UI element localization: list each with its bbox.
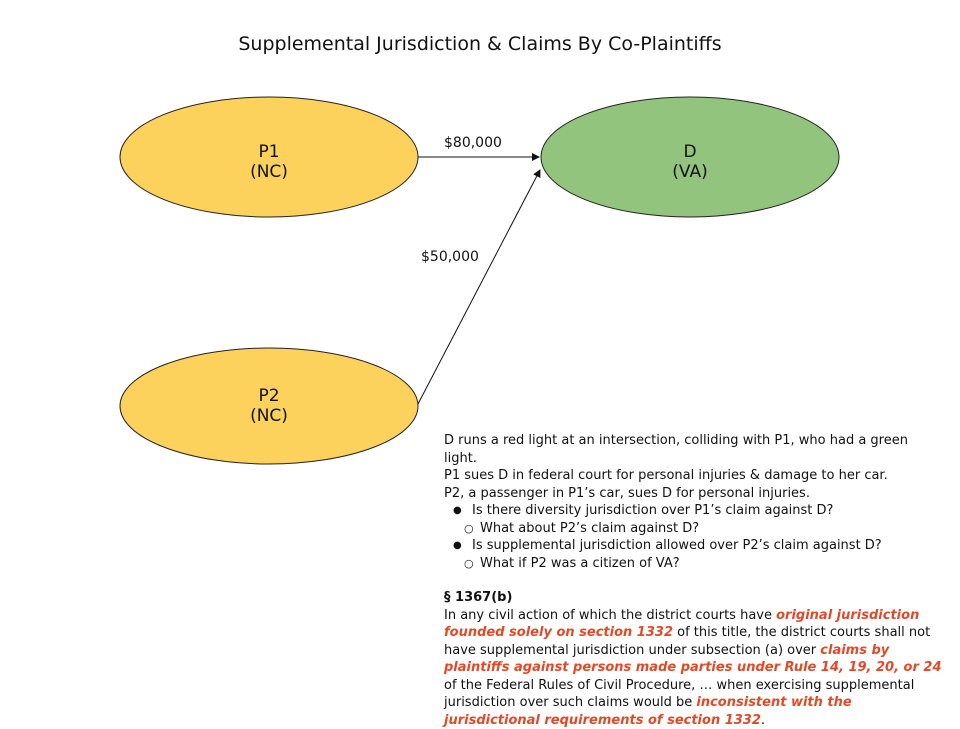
statute-text: In any civil action of which the distric…	[444, 607, 944, 729]
fact-2: P1 sues D in federal court for personal …	[444, 467, 944, 485]
p1-citizenship: (NC)	[194, 162, 344, 182]
d-citizenship: (VA)	[615, 162, 765, 182]
question-1: Is there diversity jurisdiction over P1’…	[444, 502, 944, 520]
d-name: D	[615, 142, 765, 162]
statute-text-4: .	[761, 713, 765, 728]
question-2a: What if P2 was a citizen of VA?	[444, 555, 944, 573]
p2-citizenship: (NC)	[194, 406, 344, 426]
p2-to-d-arrow	[418, 170, 540, 404]
p2-name: P2	[194, 386, 344, 406]
question-1a: What about P2’s claim against D?	[444, 520, 944, 538]
p1-label: P1 (NC)	[194, 142, 344, 182]
p2-claim-amount: $50,000	[421, 249, 479, 265]
fact-1: D runs a red light at an intersection, c…	[444, 432, 944, 467]
p1-name: P1	[194, 142, 344, 162]
p1-claim-amount: $80,000	[444, 135, 502, 151]
question-list: Is there diversity jurisdiction over P1’…	[444, 502, 944, 572]
statute-heading: § 1367(b)	[444, 589, 944, 607]
question-2: Is supplemental jurisdiction allowed ove…	[444, 537, 944, 555]
p2-label: P2 (NC)	[194, 386, 344, 426]
d-label: D (VA)	[615, 142, 765, 182]
notes-panel: D runs a red light at an intersection, c…	[444, 432, 944, 729]
fact-3: P2, a passenger in P1’s car, sues D for …	[444, 485, 944, 503]
statute-text-1: In any civil action of which the distric…	[444, 608, 776, 623]
